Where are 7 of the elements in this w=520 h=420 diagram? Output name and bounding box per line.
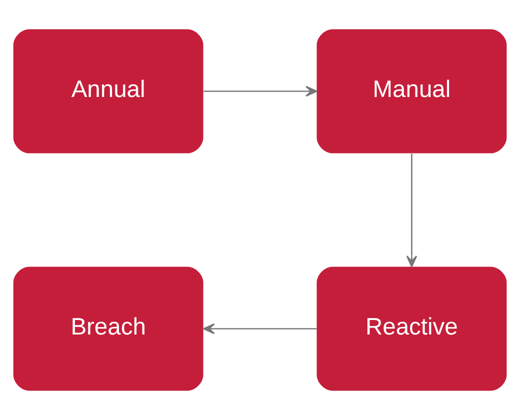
- node-box: Reactive: [316, 266, 507, 391]
- node-box: Manual: [316, 29, 507, 154]
- arrow: [204, 86, 318, 97]
- arrow: [203, 323, 317, 334]
- arrow: [406, 154, 418, 268]
- node-box: Breach: [13, 266, 204, 391]
- node-box: Annual: [13, 29, 204, 154]
